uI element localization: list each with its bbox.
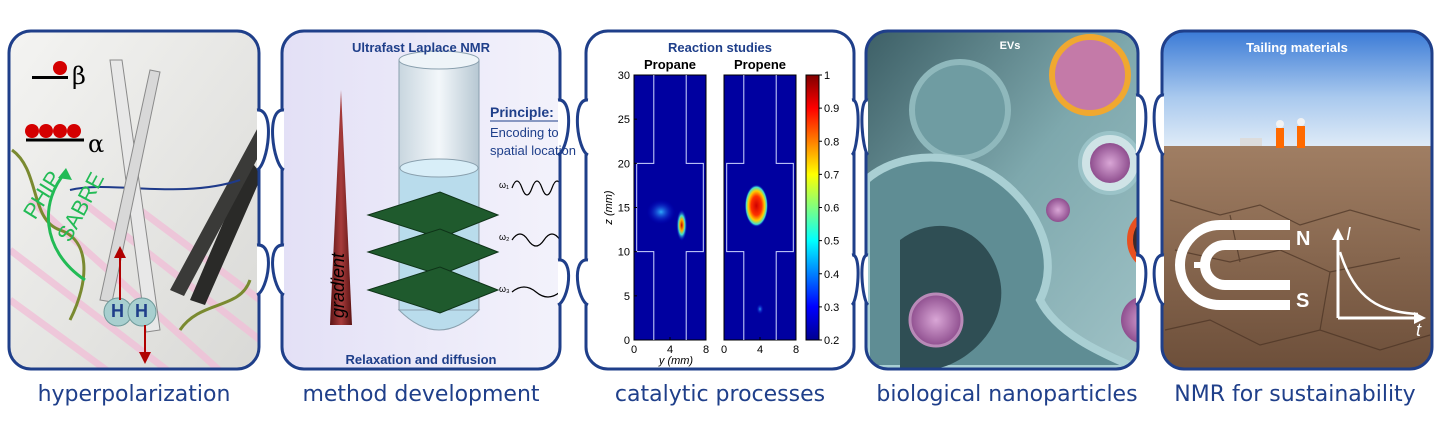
colorbar-tick-label-2: 0.8 [824,136,839,148]
propene-reactor-wall-0 [726,75,745,340]
caption-nmr-sustainability: NMR for sustainability [1174,382,1416,407]
omega-2-label: ω₂ [499,232,510,242]
colorbar-tick-label-4: 0.6 [824,203,839,215]
propene-reactor-wall-1 [775,75,794,340]
panel-method-development [282,31,560,369]
principle-line-2: spatial location [490,143,576,158]
intensity-axis-label: I [1346,224,1352,244]
propane-xtick-label-2: 8 [703,344,709,356]
propane-ytick-label-5: 25 [618,114,630,126]
propane-xtick-label-1: 4 [667,344,673,356]
magnet-s-label: S [1296,290,1310,312]
propane-xlabel: y (mm) [658,355,694,367]
propene-xtick-label-2: 8 [793,344,799,356]
propane-hotspot-0 [676,209,688,242]
principle-heading: Principle: [490,104,554,120]
method-title: Ultrafast Laplace NMR [352,40,490,55]
propene-hotspot-1 [756,303,764,315]
panel-hyperpolarization [9,31,259,369]
omega-3-label: ω₃ [499,284,510,294]
alpha-label: α [88,130,105,158]
panel-biological-nanoparticles [866,31,1138,369]
time-axis-label: t [1416,320,1422,340]
propane-reactor-wall-1 [685,75,704,340]
propene-title: Propene [734,57,786,72]
colorbar-tick-label-1: 0.9 [824,103,839,115]
colorbar-tick-label-7: 0.3 [824,302,839,314]
propene-hotspot-0 [744,184,769,227]
propene-xtick-label-0: 0 [721,344,727,356]
beta-ball-icon [53,61,67,75]
omega-1-label: ω₁ [499,180,510,190]
caption-hyperpolarization: hyperpolarization [37,382,231,407]
propane-xtick-label-0: 0 [631,344,637,356]
h-atom-right-label: H [135,301,148,321]
evs-title: EVs [999,40,1021,52]
propane-ytick-label-2: 10 [618,247,630,259]
h-atom-left-label: H [111,301,124,321]
propane-ytick-label-1: 5 [624,291,630,303]
tailing-title: Tailing materials [1246,40,1348,55]
reaction-title: Reaction studies [667,40,773,55]
colorbar-tick-label-6: 0.4 [824,269,839,281]
propane-ytick-label-4: 20 [618,158,630,170]
propane-ytick-label-6: 30 [618,70,630,82]
colorbar-tick-label-0: 1 [824,70,830,82]
colorbar-tick-label-8: 0.2 [824,335,839,347]
magnet-n-label: N [1296,228,1311,250]
method-footer: Relaxation and diffusion [345,352,497,367]
principle-line-1: Encoding to [490,125,559,140]
caption-method-development: method development [302,382,540,407]
propane-ytick-label-0: 0 [624,335,630,347]
propane-ylabel: z (mm) [603,190,615,226]
colorbar-tick-label-3: 0.7 [824,169,839,181]
propane-hotspot-1 [646,199,676,225]
colorbar-tick-label-5: 0.5 [824,236,839,248]
propane-title: Propane [644,57,696,72]
propane-ytick-label-3: 15 [618,203,630,215]
propene-xtick-label-1: 4 [757,344,763,356]
colorbar-strip [805,74,820,341]
beta-label: β [72,62,86,90]
panel-nmr-sustainability [1162,31,1432,369]
caption-biological-nanoparticles: biological nanoparticles [876,382,1138,407]
caption-catalytic-processes: catalytic processes [614,382,826,407]
gradient-label: gradient [328,252,348,318]
